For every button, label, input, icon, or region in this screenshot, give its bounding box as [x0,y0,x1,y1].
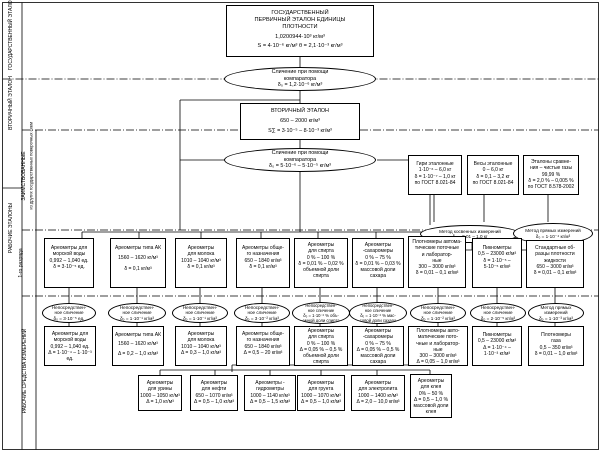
label-working-standards: РАБОЧИЕ ЭТАЛОНЫ [8,202,14,254]
label-working-instruments: РАБОЧИЕ СРЕДСТВА ИЗМЕРЕНИЙ [22,328,28,414]
label-borrowed-sub: из других государственных поверочных схе… [28,122,34,210]
state-primary-standard-box: ГОСУДАРСТВЕННЫЙ ПЕРВИЧНЫЙ ЭТАЛОН ЕДИНИЦЫ… [226,5,374,57]
secondary-standard-box: ВТОРИЧНЫЙ ЭТАЛОН 650 – 2000 кг/м³ S∑ = 3… [240,103,360,140]
instr-box-automatic-density-meters: Плотномеры авто-матические пото-чные и л… [408,326,468,366]
label-secondary-standard: ВТОРИЧНЫЙ ЭТАЛОН [8,76,14,130]
label-rank1: 1-го разряда [18,248,24,278]
label-borrowed: ЗАИМСТВОВАННЫЕ [21,151,27,201]
label-state-standard: ГОСУДАРСТВЕННЫЙ ЭТАЛОН [8,0,14,70]
